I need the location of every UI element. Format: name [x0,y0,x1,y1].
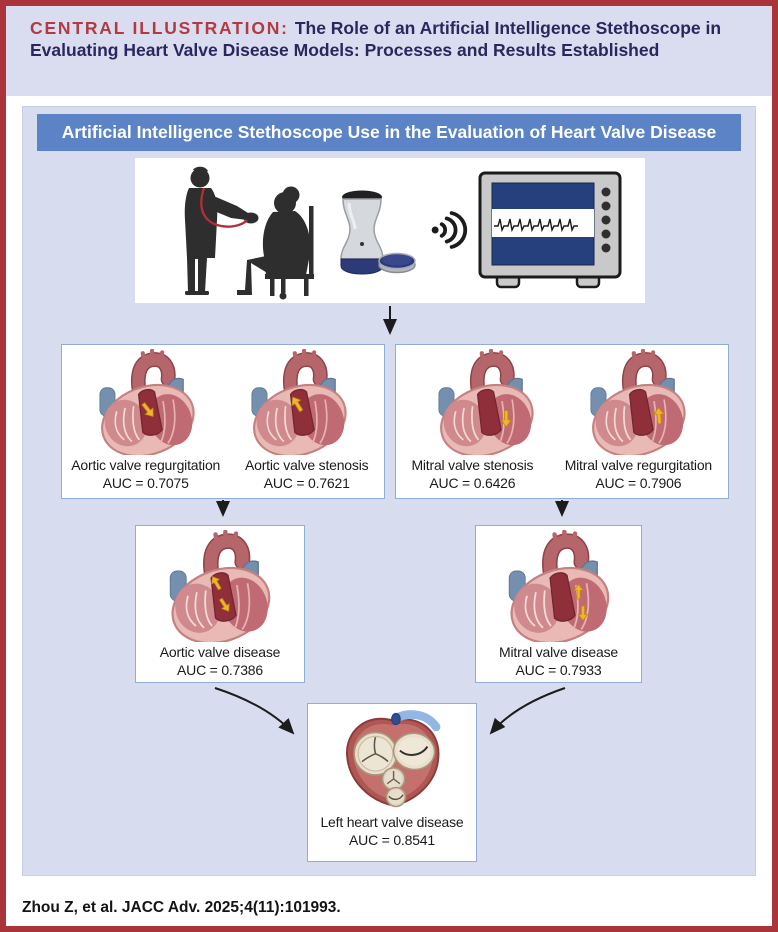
left-heart-disease-box: Left heart valve disease AUC = 0.8541 [307,703,477,862]
auc-value: AUC = 0.7906 [595,474,682,491]
mitral-disease-heart-icon [484,530,634,642]
aortic-stenosis-heart-icon [224,349,374,455]
arrow-mitral-to-left-heart [489,687,566,735]
citation: Zhou Z, et al. JACC Adv. 2025;4(11):1019… [22,899,341,916]
stethoscope-tube [200,187,248,228]
mitral-disease-label: Mitral valve disease AUC = 0.7933 [476,644,641,679]
monitor-buttons [601,187,611,253]
auc-value: AUC = 0.8541 [349,831,435,848]
aortic-disease-box: Aortic valve disease AUC = 0.7386 [135,525,305,683]
aortic-models-box: Aortic valve regurgitation AUC = 0.7075 … [61,344,385,499]
mitral-regurgitation-heart-icon [563,349,713,455]
aortic-regurgitation-heart-icon [72,349,222,455]
ecg-monitor-icon [478,171,622,289]
figure-header: CENTRAL ILLUSTRATION:The Role of an Arti… [6,6,772,96]
auc-value: AUC = 0.7075 [102,474,189,491]
auc-value: AUC = 0.7386 [177,661,263,678]
central-illustration-label: CENTRAL ILLUSTRATION: [30,18,289,38]
left-heart-disease-label: Left heart valve disease AUC = 0.8541 [308,814,476,849]
figure-title: The Role of an Artificial Intelligence S… [30,18,722,61]
ai-stethoscope-device-icon [340,190,416,275]
doctor-patient-silhouette-icon [184,166,314,300]
mitral-regurgitation-label: Mitral valve regurgitation AUC = 0.7906 [549,457,728,492]
mitral-models-box: Mitral valve stenosis AUC = 0.6426 Mitra… [395,344,729,499]
mitral-disease-box: Mitral valve disease AUC = 0.7933 [475,525,642,683]
mitral-stenosis-heart-icon [411,349,561,455]
workflow-illustration-box [135,158,645,303]
ecg-trace [494,218,578,233]
auc-value: AUC = 0.7621 [263,474,350,491]
panel-title-bar: Artificial Intelligence Stethoscope Use … [37,114,741,151]
arrow-aortic-to-left-heart [214,687,295,735]
valve-top-view-heart-icon [318,708,466,812]
aortic-regurgitation-label: Aortic valve regurgitation AUC = 0.7075 [62,457,229,492]
aortic-stenosis-label: Aortic valve stenosis AUC = 0.7621 [229,457,384,492]
aortic-disease-heart-icon [145,530,295,642]
figure-panel: Artificial Intelligence Stethoscope Use … [22,106,756,876]
wifi-signal-icon [431,211,468,249]
mitral-stenosis-label: Mitral valve stenosis AUC = 0.6426 [396,457,549,492]
auc-value: AUC = 0.6426 [429,474,516,491]
auc-value: AUC = 0.7933 [515,661,602,678]
aortic-disease-label: Aortic valve disease AUC = 0.7386 [136,644,304,679]
